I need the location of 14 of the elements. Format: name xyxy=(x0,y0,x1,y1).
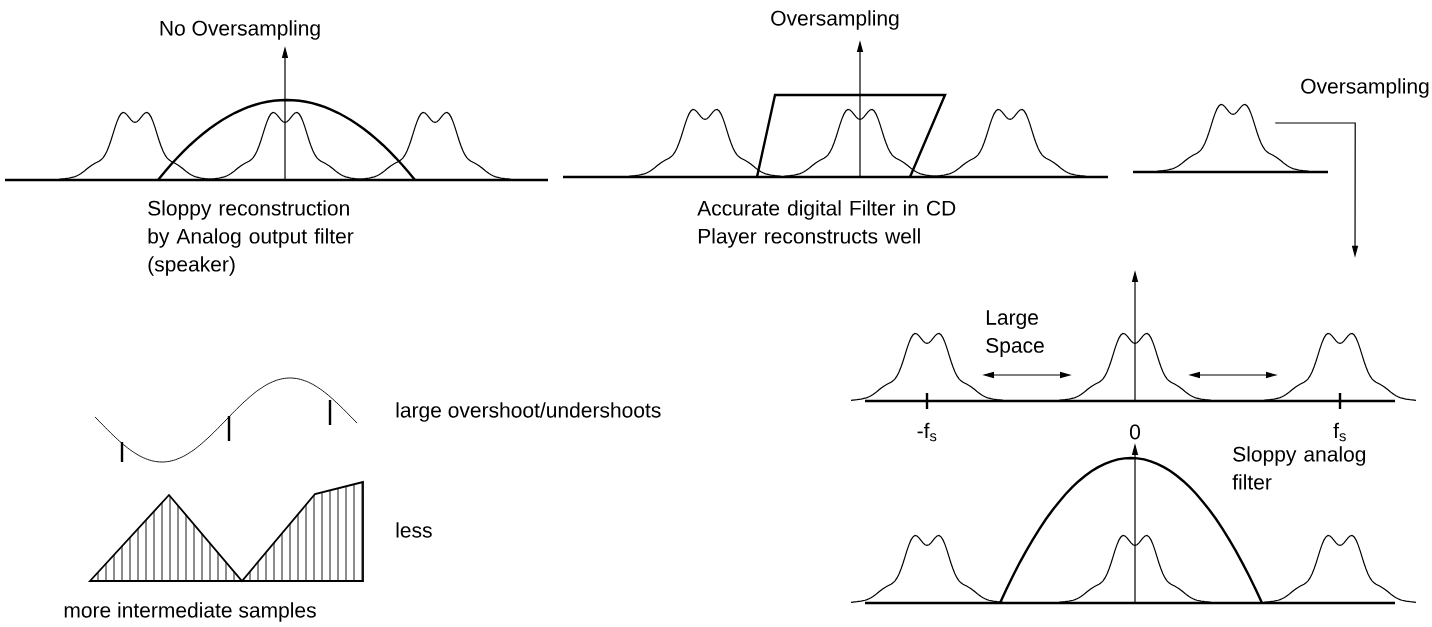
annotation-text: Sloppy analog filter xyxy=(1232,446,1366,490)
panel-title: Oversampling xyxy=(1301,78,1429,98)
tick-label: f$_{s}$ xyxy=(1333,422,1346,442)
caption-text: more intermediate samples xyxy=(64,602,316,622)
caption-text: Accurate digital Filter in CD Player reconstructs well xyxy=(697,200,956,248)
panel-title: Oversampling xyxy=(771,10,899,30)
annotation-text: Large Space xyxy=(986,310,1044,357)
annotation-text: less xyxy=(396,522,432,538)
spectrum-drawing xyxy=(1133,103,1328,174)
panel-title: No Oversampling xyxy=(160,20,320,40)
tick-label: -f$_{s}$ xyxy=(917,422,937,442)
caption-text: Sloppy reconstruction by Analog output filter (speaker) xyxy=(148,200,354,276)
annotation-text: large overshoot/undershoots xyxy=(396,402,661,422)
tick-label: 0 xyxy=(1130,424,1141,440)
